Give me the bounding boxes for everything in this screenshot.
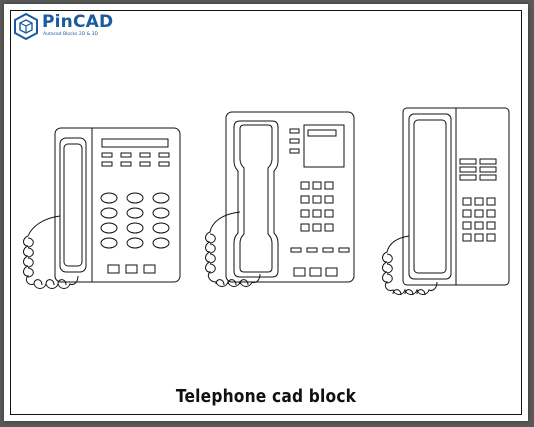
drawing-sheet: PinCAD Autocad Blocks 2D & 3D [4, 4, 528, 421]
telephone-right [382, 107, 510, 296]
hexagon-cube-icon [14, 12, 38, 41]
telephone-left-keypad [100, 192, 170, 249]
telephone-middle-handset [233, 120, 279, 278]
telephone-left-cord [23, 215, 79, 289]
telephone-left-function-keys [101, 152, 170, 167]
telephone-right-cord [382, 235, 438, 295]
drawing-frame [10, 10, 522, 415]
telephone-left-body [54, 127, 181, 283]
telephone-left-handset [59, 137, 87, 273]
telephone-right-function-keys [459, 158, 497, 181]
telephone-middle-cord [205, 211, 261, 287]
logo-tagline: Autocad Blocks 2D & 3D [43, 32, 98, 37]
telephone-middle-keypad [300, 181, 334, 232]
telephone-left [23, 127, 181, 289]
pincad-logo: PinCAD Autocad Blocks 2D & 3D [12, 12, 132, 44]
telephone-middle-body [225, 111, 355, 283]
telephone-right-keypad [462, 197, 496, 242]
drawing-caption: Telephone cad block [175, 386, 357, 407]
telephone-middle-display [303, 124, 345, 168]
telephone-drawing [23, 107, 510, 296]
telephone-middle [205, 111, 355, 287]
telephone-left-display [101, 138, 169, 148]
logo-brand-name: PinCAD [42, 12, 114, 32]
telephone-right-handset [408, 113, 452, 280]
